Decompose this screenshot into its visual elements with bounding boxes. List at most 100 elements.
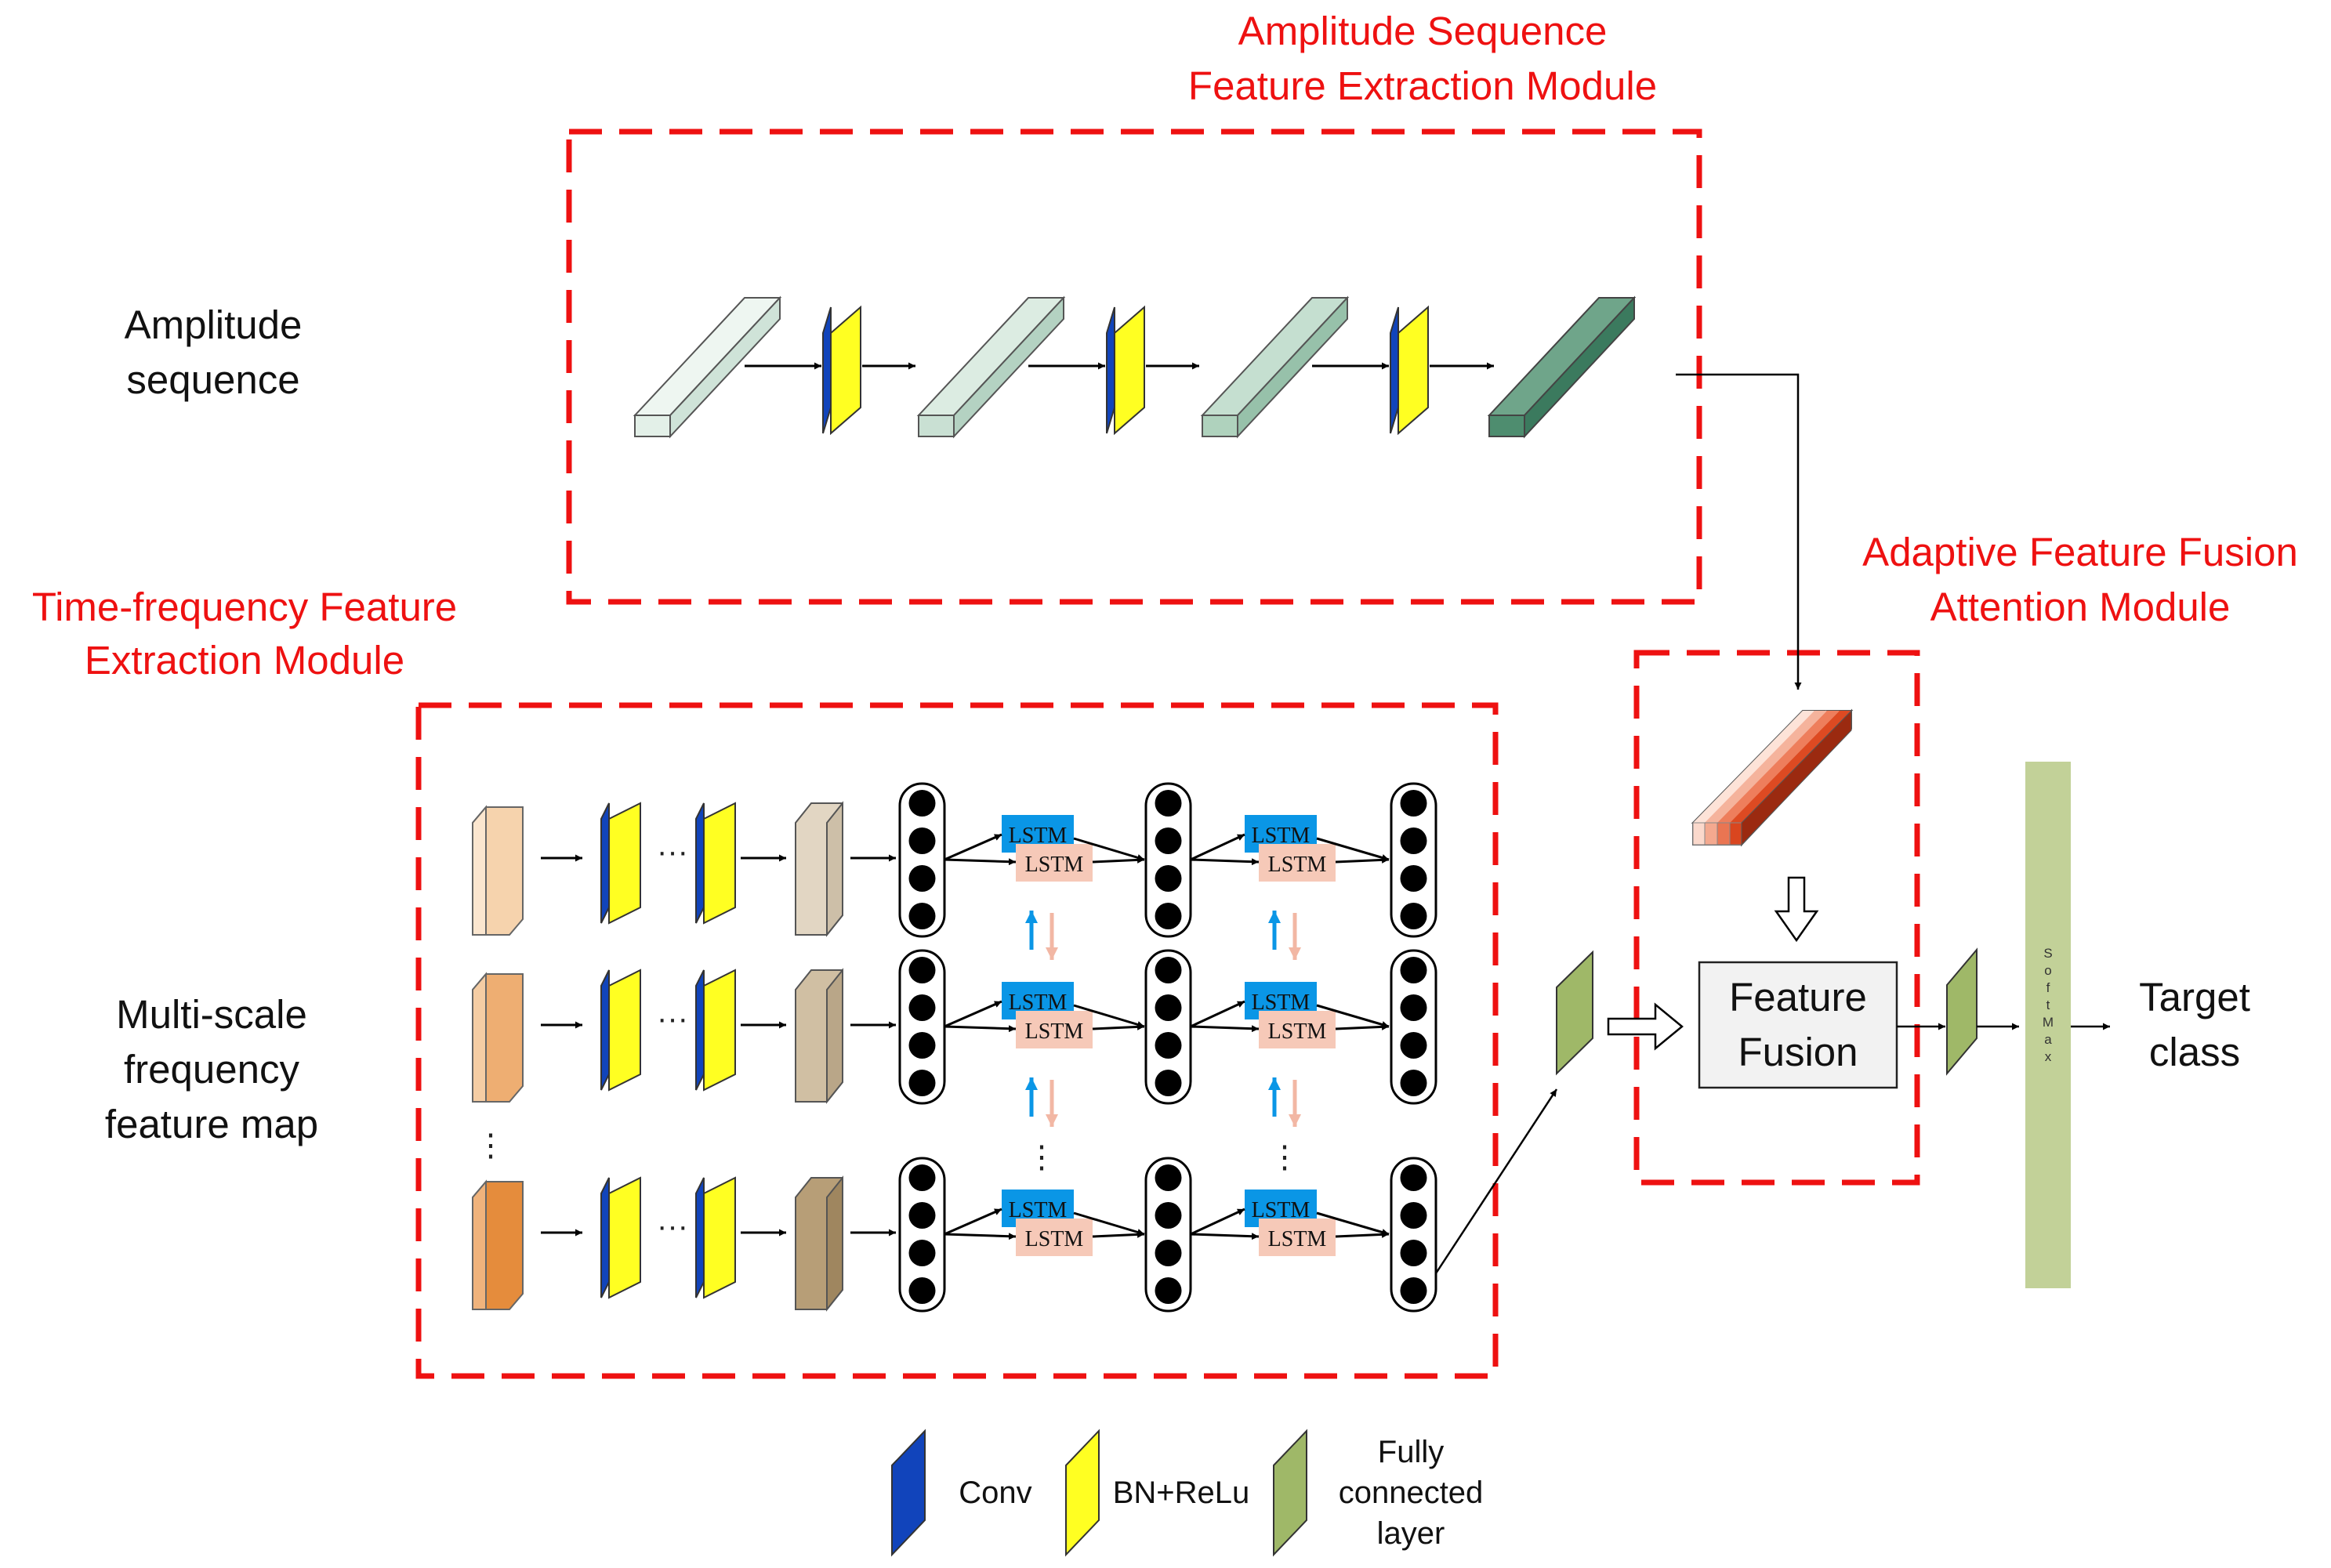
neuron-column-r3-3 (1390, 1157, 1437, 1313)
multiscale-input-label-line1: Multi-scale (116, 992, 307, 1037)
inter-row-arrows-1 (1025, 911, 1301, 960)
timefreq-to-fc-arrow (1434, 1088, 1558, 1274)
softmax-layer (2025, 762, 2071, 1288)
softmax-letter-7: x (2045, 1049, 2052, 1064)
conv-bn-block-r1b (695, 802, 736, 925)
amplitude-pipeline (633, 295, 1802, 690)
legend-conv-swatch (891, 1429, 926, 1557)
lstm-fwd-label-r2-2: LSTM (1252, 990, 1311, 1015)
input-feature-map-2 (472, 972, 524, 1103)
ellipsis-r3: ··· (657, 1209, 688, 1244)
feature-fusion-label-line2: Fusion (1738, 1030, 1858, 1074)
amplitude-conv-bn-block-1 (822, 305, 861, 436)
timefreq-module-box (415, 702, 1499, 1379)
conv-bn-block-r3b (695, 1176, 736, 1299)
feature-fusion-label-line1: Feature (1729, 975, 1867, 1019)
inter-row-arrows-2 (1025, 1077, 1301, 1127)
fusion-module-title-line1: Adaptive Feature Fusion (1862, 530, 2298, 574)
amplitude-module-title-line2: Feature Extraction Module (1188, 63, 1657, 108)
lstm-fwd-label-r3-1: LSTM (1009, 1198, 1068, 1222)
pooled-map-r3 (795, 1175, 843, 1312)
neuron-column-r1-1 (898, 782, 946, 938)
bilstm-r3-1: LSTM LSTM (1002, 1190, 1093, 1256)
fusion-module-title-line2: Attention Module (1930, 585, 2231, 629)
legend-conv-label: Conv (959, 1476, 1031, 1510)
fc-to-fusion-arrow (1607, 1002, 1684, 1051)
neuron-column-r1-2 (1144, 782, 1192, 938)
bilstm-r2-1: LSTM LSTM (1002, 982, 1093, 1048)
lstm-bwd-label-r1-1: LSTM (1025, 853, 1084, 877)
vdots-lstm-2: ⋮ (1269, 1140, 1300, 1175)
feature-fusion-box (1698, 961, 1898, 1089)
amplitude-feature-bar-4 (1487, 295, 1637, 439)
lstm-bwd-label-r2-2: LSTM (1268, 1019, 1327, 1044)
softmax-letter-2: o (2044, 963, 2051, 978)
neuron-column-r2-2 (1144, 949, 1192, 1105)
softmax-letter-6: a (2044, 1032, 2052, 1047)
legend: Conv BN+ReLu Fully connected layer (891, 1429, 1484, 1557)
lstm-fwd-label-r2-1: LSTM (1009, 990, 1068, 1015)
multiscale-input-label-line2: frequency (124, 1047, 299, 1092)
softmax-letter-5: M (2043, 1015, 2054, 1030)
fusion-module-box (1633, 650, 1920, 1186)
softmax-letter-4: t (2046, 998, 2050, 1012)
neuron-column-r2-1 (898, 949, 946, 1105)
multiscale-input-label-line3: feature map (105, 1102, 318, 1146)
amplitude-feature-bar-3 (1200, 295, 1350, 439)
conv-bn-block-r2b (695, 969, 736, 1092)
legend-fc-label-line3: layer (1377, 1516, 1445, 1551)
attention-weights-bar (1691, 708, 1854, 847)
legend-fc-swatch (1273, 1429, 1307, 1557)
ellipsis-r1: ··· (657, 835, 688, 869)
conv-bn-block-r2a (600, 969, 641, 1092)
neuron-column-r2-3 (1390, 949, 1437, 1105)
timefreq-row-2: ··· LSTM LSTM (472, 949, 1437, 1105)
neuron-column-r3-2 (1144, 1157, 1192, 1313)
bilstm-r3-2: LSTM LSTM (1245, 1190, 1336, 1256)
timefreq-row-3: ··· LSTM LSTM (472, 1157, 1437, 1313)
softmax-letter-1: S (2043, 946, 2052, 961)
timefreq-module-title-line2: Extraction Module (85, 638, 404, 683)
lstm-bwd-label-r2-1: LSTM (1025, 1019, 1084, 1044)
conv-bn-block-r1a (600, 802, 641, 925)
conv-bn-block-r3a (600, 1176, 641, 1299)
lstm-fwd-label-r1-1: LSTM (1009, 824, 1068, 848)
lstm-bwd-label-r3-1: LSTM (1025, 1227, 1084, 1251)
pooled-map-r2 (795, 968, 843, 1104)
timefreq-row-1: ··· LSTM LSTM (472, 782, 1437, 938)
amplitude-feature-bar-1 (633, 295, 782, 439)
bilstm-r1-1: LSTM LSTM (1002, 815, 1093, 882)
fc-layer-timefreq (1556, 950, 1593, 1076)
amplitude-conv-bn-block-3 (1390, 305, 1429, 436)
amplitude-input-label-line2: sequence (126, 357, 299, 402)
lstm-fwd-label-r1-2: LSTM (1252, 824, 1311, 848)
neuron-column-r1-3 (1390, 782, 1437, 938)
amplitude-module-box (566, 129, 1702, 605)
softmax-letter-3: f (2046, 980, 2050, 995)
input-feature-map-3 (472, 1179, 524, 1310)
amplitude-input-label-line1: Amplitude (125, 302, 303, 347)
bilstm-r2-2: LSTM LSTM (1245, 982, 1336, 1048)
legend-bn-relu-swatch (1065, 1429, 1100, 1557)
fc-layer-output (1946, 947, 1978, 1076)
target-class-label-line2: class (2149, 1030, 2240, 1074)
amplitude-conv-bn-block-2 (1106, 305, 1145, 436)
vdots-lstm-1: ⋮ (1026, 1140, 1057, 1175)
vdots-inputs: ⋮ (475, 1128, 506, 1163)
timefreq-module-title-line1: Time-frequency Feature (32, 585, 457, 629)
lstm-bwd-label-r3-2: LSTM (1268, 1227, 1327, 1251)
target-class-label-line1: Target (2139, 975, 2250, 1019)
amplitude-module-title-line1: Amplitude Sequence (1238, 9, 1608, 53)
neuron-column-r3-1 (898, 1157, 946, 1313)
bilstm-r1-2: LSTM LSTM (1245, 815, 1336, 882)
ellipsis-r2: ··· (657, 1001, 688, 1036)
legend-fc-label-line1: Fully (1378, 1435, 1444, 1469)
legend-bn-relu-label: BN+ReLu (1113, 1476, 1250, 1510)
lstm-bwd-label-r1-2: LSTM (1268, 853, 1327, 877)
pooled-map-r1 (795, 801, 843, 937)
legend-fc-label-line2: connected (1339, 1476, 1484, 1510)
amplitude-feature-bar-2 (916, 295, 1066, 439)
input-feature-map-1 (472, 805, 524, 936)
attention-to-fusion-arrow (1774, 876, 1819, 943)
